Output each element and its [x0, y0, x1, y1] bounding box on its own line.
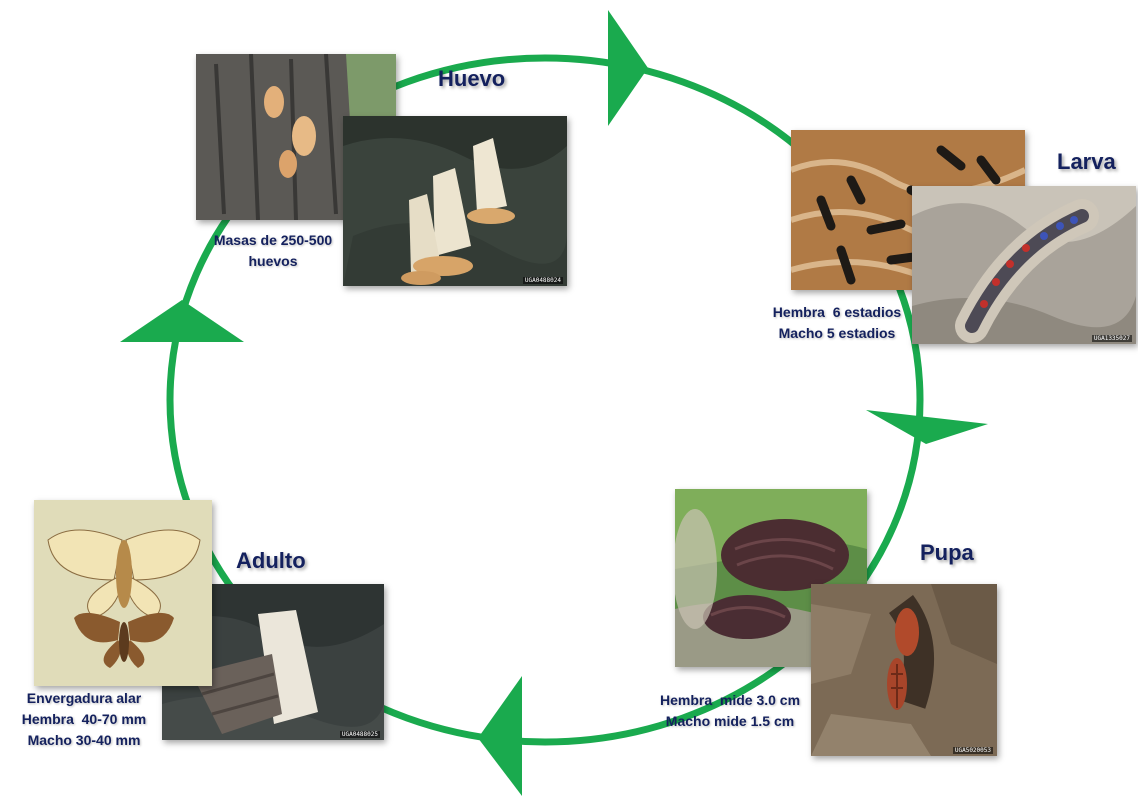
caption-adulto: Envergadura alar Hembra 40-70 mm Macho 3… — [4, 688, 164, 751]
larva-photo-code: UGA1335027 — [1092, 335, 1132, 342]
caption-pupa-line-1: Hembra mide 3.0 cm — [644, 690, 816, 711]
caption-larva-line-2: Macho 5 estadios — [752, 323, 922, 344]
egg-mass-moths-photo: UGA0488024 — [343, 116, 567, 286]
pupa-photo-code: UGA5020053 — [953, 747, 993, 754]
stage-title-huevo: Huevo — [438, 66, 505, 92]
adult-specimens-photo — [34, 500, 212, 686]
caption-huevo: Masas de 250-500 huevos — [198, 230, 348, 272]
pupa-bark-photo: UGA5020053 — [811, 584, 997, 756]
caption-pupa: Hembra mide 3.0 cm Macho mide 1.5 cm — [644, 690, 816, 732]
stage-title-adulto: Adulto — [236, 548, 306, 574]
caption-pupa-line-2: Macho mide 1.5 cm — [644, 711, 816, 732]
caption-larva: Hembra 6 estadios Macho 5 estadios — [752, 302, 922, 344]
arrow-right-icon — [866, 410, 988, 444]
caption-larva-line-1: Hembra 6 estadios — [752, 302, 922, 323]
arrow-bottom-icon — [478, 676, 522, 796]
egg-photo-code: UGA0488024 — [523, 277, 563, 284]
caption-huevo-line-1: Masas de 250-500 — [198, 230, 348, 251]
caption-adulto-line-3: Macho 30-40 mm — [4, 730, 164, 751]
adult-photo-code: UGA0488025 — [340, 731, 380, 738]
arrow-top-icon — [608, 10, 648, 126]
caption-adulto-line-1: Envergadura alar — [4, 688, 164, 709]
caption-huevo-line-2: huevos — [198, 251, 348, 272]
stage-title-pupa: Pupa — [920, 540, 974, 566]
caption-adulto-line-2: Hembra 40-70 mm — [4, 709, 164, 730]
stage-title-larva: Larva — [1057, 149, 1116, 175]
arrow-left-icon — [120, 300, 244, 342]
larva-caterpillar-photo: UGA1335027 — [912, 186, 1136, 344]
